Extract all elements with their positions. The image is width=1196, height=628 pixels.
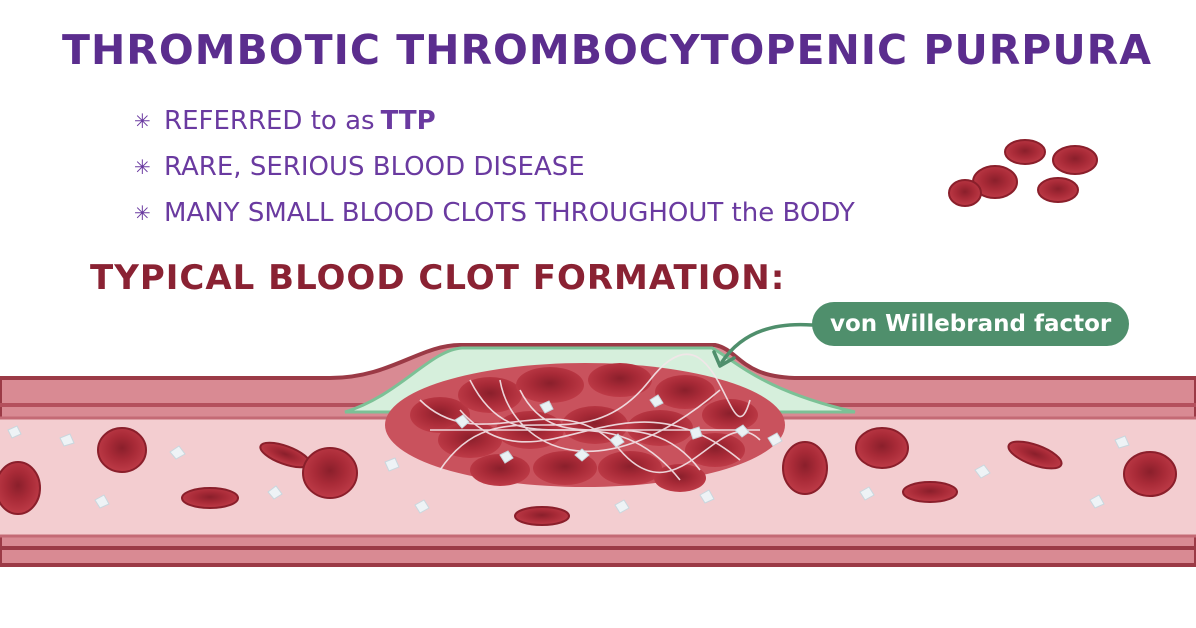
bullet-emphasis: TTP [380, 106, 436, 136]
clumped-cells-icon [948, 139, 1098, 207]
asterisk-icon: ✳ [134, 109, 151, 133]
bullet-text: RARE, SERIOUS BLOOD DISEASE [164, 152, 585, 182]
bullet-item: ✳ MANY SMALL BLOOD CLOTS THROUGHOUT the … [134, 190, 855, 236]
bullet-item: ✳ RARE, SERIOUS BLOOD DISEASE [134, 144, 855, 190]
bullet-text: REFERRED to as [164, 106, 375, 136]
bullet-list: ✳ REFERRED to as TTP ✳ RARE, SERIOUS BLO… [134, 98, 855, 236]
platelets [7, 425, 1130, 514]
bullet-item: ✳ REFERRED to as TTP [134, 98, 855, 144]
red-blood-cells [0, 427, 1177, 526]
asterisk-icon: ✳ [134, 201, 151, 225]
bullet-text: MANY SMALL BLOOD CLOTS THROUGHOUT the BO… [164, 198, 855, 228]
clot-mass [385, 353, 785, 492]
section-subtitle: TYPICAL BLOOD CLOT FORMATION: [90, 258, 786, 298]
asterisk-icon: ✳ [134, 155, 151, 179]
page-title: THROMBOTIC THROMBOCYTOPENIC PURPURA [62, 26, 1152, 74]
von-willebrand-label: von Willebrand factor [812, 302, 1130, 346]
vwf-arrow [720, 322, 814, 364]
